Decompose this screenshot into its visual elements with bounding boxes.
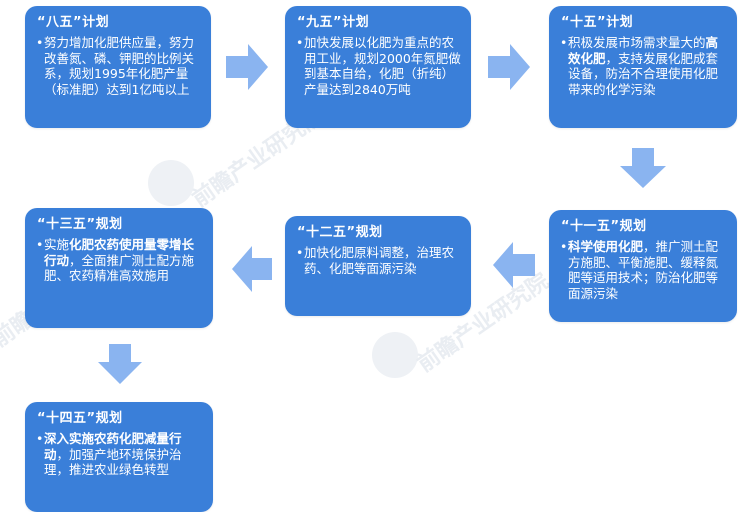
plan-text: ，推广测土配方施肥、平衡施肥、缓释氮肥等适用技术；防治化肥等面源污染	[568, 239, 719, 301]
plan-body: • 科学使用化肥，推广测土配方施肥、平衡施肥、缓释氮肥等适用技术；防治化肥等面源…	[560, 239, 727, 301]
watermark-logo	[148, 160, 194, 206]
plan-text-highlight: 高效化肥	[568, 35, 719, 66]
plan-box-shi-si-wu: “十四五”规划 • 深入实施农药化肥减量行动，加强产地环境保护治理，推进农业绿色…	[25, 402, 213, 512]
arrow-down-icon	[98, 344, 142, 384]
plan-body: • 努力增加化肥供应量，努力改善氮、磷、钾肥的比例关系，规划1995年化肥产量（…	[36, 35, 201, 97]
plan-text: 实施	[44, 237, 70, 252]
watermark-logo	[372, 332, 418, 378]
plan-text: 加快化肥原料调整，治理农药、化肥等面源污染	[304, 245, 455, 276]
plan-text: ，加强产地环境保护治理，推进农业绿色转型	[44, 446, 182, 478]
bullet-icon: •	[296, 245, 304, 260]
plan-title: “九五”计划	[297, 15, 370, 30]
arrow-down-icon	[620, 148, 666, 188]
plan-box-shi-er-wu: “十二五”规划 • 加快化肥原料调整，治理农药、化肥等面源污染	[285, 216, 471, 316]
plan-title: “十四五”规划	[37, 411, 123, 426]
plan-text: ，支持发展化肥成套设备，防治不合理使用化肥带来的化学污染	[568, 50, 719, 97]
plan-box-shi-san-wu: “十三五”规划 • 实施化肥农药使用量零增长行动，全面推广测土配方施肥、农药精准…	[25, 208, 213, 328]
bullet-icon: •	[36, 35, 44, 50]
arrow-right-icon	[488, 44, 530, 90]
plan-text: ，全面推广测土配方施肥、农药精准高效施用	[44, 252, 195, 284]
plan-title: “八五”计划	[37, 15, 110, 30]
plan-box-jiu-wu: “九五”计划 • 加快发展以化肥为重点的农用工业，规划2000年氮肥做到基本自给…	[285, 6, 471, 128]
bullet-icon: •	[296, 35, 304, 50]
plan-text-highlight: 深入实施农药化肥减量行动	[44, 431, 182, 462]
plan-title: “十一五”规划	[561, 219, 647, 234]
plan-title: “十五”计划	[561, 15, 634, 30]
plan-body: • 加快化肥原料调整，治理农药、化肥等面源污染	[296, 245, 461, 276]
plan-box-shi-yi-wu: “十一五”规划 • 科学使用化肥，推广测土配方施肥、平衡施肥、缓释氮肥等适用技术…	[549, 210, 737, 322]
plan-text: 积极发展市场需求量大的	[568, 35, 706, 50]
plan-body: • 深入实施农药化肥减量行动，加强产地环境保护治理，推进农业绿色转型	[36, 431, 203, 478]
plan-text: 努力增加化肥供应量，努力改善氮、磷、钾肥的比例关系，规划1995年化肥产量（标准…	[44, 35, 195, 97]
bullet-icon: •	[560, 35, 568, 50]
plan-box-shi-wu: “十五”计划 • 积极发展市场需求量大的高效化肥，支持发展化肥成套设备，防治不合…	[549, 6, 737, 128]
arrow-left-icon	[493, 242, 535, 288]
plan-body: • 积极发展市场需求量大的高效化肥，支持发展化肥成套设备，防治不合理使用化肥带来…	[560, 35, 727, 97]
bullet-icon: •	[36, 237, 44, 252]
plan-text-highlight: 科学使用化肥	[568, 239, 644, 254]
bullet-icon: •	[560, 239, 568, 254]
arrow-right-icon	[226, 44, 268, 90]
arrow-left-icon	[232, 246, 272, 292]
plan-title: “十三五”规划	[37, 217, 123, 232]
plan-body: • 实施化肥农药使用量零增长行动，全面推广测土配方施肥、农药精准高效施用	[36, 237, 203, 284]
plan-body: • 加快发展以化肥为重点的农用工业，规划2000年氮肥做到基本自给，化肥（折纯）…	[296, 35, 461, 97]
plan-title: “十二五”规划	[297, 225, 383, 240]
plan-text-highlight: 化肥农药使用量零增长行动	[44, 237, 195, 268]
plan-box-ba-wu: “八五”计划 • 努力增加化肥供应量，努力改善氮、磷、钾肥的比例关系，规划199…	[25, 6, 211, 128]
bullet-icon: •	[36, 431, 44, 446]
plan-text: 加快发展以化肥为重点的农用工业，规划2000年氮肥做到基本自给，化肥（折纯）产量…	[304, 35, 461, 97]
